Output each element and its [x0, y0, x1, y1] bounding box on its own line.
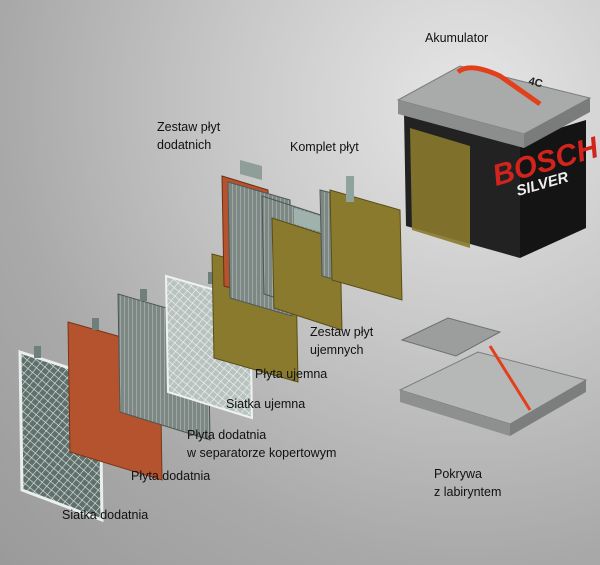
label-siatka-dodatnia: Siatka dodatnia — [62, 508, 149, 522]
label-zestaw-dodatnich-2: dodatnich — [157, 138, 212, 152]
label-komplet: Komplet płyt — [290, 140, 359, 154]
label-siatka-ujemna: Siatka ujemna — [226, 397, 306, 411]
battery: BOSCH SILVER 4C — [396, 65, 600, 258]
negative-plate-set — [319, 176, 403, 301]
label-zestaw-ujemnych-1: Zestaw płyt — [310, 325, 374, 339]
label-plyta-ujemna: Płyta ujemna — [255, 367, 328, 381]
label-plyta-dodatnia-sep-1: Płyta dodatnia — [187, 428, 267, 442]
label-plyta-dodatnia: Płyta dodatnia — [131, 469, 211, 483]
label-plyta-dodatnia-sep-2: w separatorze kopertowym — [187, 446, 337, 460]
label-zestaw-dodatnich-1: Zestaw płyt — [157, 120, 221, 134]
label-zestaw-ujemnych-2: ujemnych — [310, 343, 364, 357]
label-pokrywa-2: z labiryntem — [434, 485, 502, 499]
labyrinth-cover — [398, 317, 588, 436]
label-akumulator: Akumulator — [425, 31, 489, 45]
label-pokrywa-1: Pokrywa — [434, 467, 482, 481]
battery-handle — [456, 65, 542, 107]
battery-code: 4C — [527, 75, 544, 90]
